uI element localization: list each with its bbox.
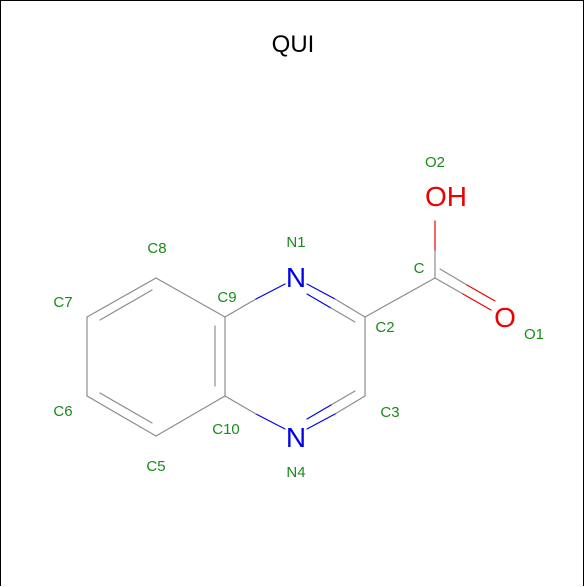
bond-n1-c2-a bbox=[306, 283, 336, 300]
bond-c3-n4-inner-b bbox=[306, 404, 332, 420]
bond-c-o1-inner-b bbox=[466, 284, 496, 302]
bond-c-o1-b bbox=[462, 293, 492, 311]
atom-label-c8: C8 bbox=[147, 240, 166, 257]
atom-label-n4: N4 bbox=[286, 464, 305, 481]
bonds bbox=[86, 220, 496, 437]
bond-c5-c10 bbox=[155, 395, 226, 437]
bond-n4-c10-a bbox=[255, 413, 286, 430]
atom-label-c3: C3 bbox=[380, 404, 399, 421]
bond-c3-n4-a bbox=[334, 395, 366, 415]
atom-label-c7: C7 bbox=[53, 294, 72, 311]
bond-c8-c7-inner bbox=[99, 289, 153, 321]
atom-label-c: C bbox=[414, 260, 425, 277]
atom-label-c9: C9 bbox=[217, 289, 236, 306]
bond-c3-n4-inner-a bbox=[330, 390, 356, 406]
atom-label-c6: C6 bbox=[53, 403, 72, 420]
atom-label-c2: C2 bbox=[375, 319, 394, 336]
molecule-title: QUI bbox=[272, 31, 315, 58]
bond-c9-n1-b bbox=[255, 283, 286, 300]
bond-c9-c8 bbox=[155, 277, 226, 318]
atom-label-o2: O2 bbox=[425, 154, 445, 171]
bond-c8-c7 bbox=[86, 277, 157, 318]
atom-o2-symbol: OH bbox=[425, 181, 467, 212]
bond-c6-c5 bbox=[86, 395, 157, 437]
bond-c3-n4-b bbox=[306, 413, 336, 430]
atom-label-c5: C5 bbox=[146, 458, 165, 475]
atom-n4-symbol: N bbox=[286, 422, 306, 453]
atom-label-n1: N1 bbox=[286, 234, 305, 251]
bond-n1-c2-inner-a bbox=[306, 293, 332, 309]
atom-n1-symbol: N bbox=[286, 262, 306, 293]
atom-labels: C8 N1 C O2 C7 C9 C2 O1 C6 C3 C10 C5 N4 bbox=[53, 154, 544, 481]
atom-label-o1: O1 bbox=[524, 326, 544, 343]
bond-n4-c10-b bbox=[224, 395, 257, 415]
atom-label-c10: C10 bbox=[212, 421, 240, 438]
bond-c9-n1-a bbox=[224, 298, 257, 318]
bond-c6-c5-inner bbox=[99, 392, 153, 424]
bond-c2-c bbox=[364, 277, 436, 318]
bond-n1-c2-inner-b bbox=[330, 307, 356, 323]
bond-n1-c2-b bbox=[334, 298, 366, 318]
atom-o1-symbol: O bbox=[494, 302, 516, 333]
bond-c-o1-inner-a bbox=[439, 268, 468, 286]
atom-symbols: N N O OH bbox=[286, 181, 516, 453]
bond-c-o1-a bbox=[434, 277, 464, 295]
